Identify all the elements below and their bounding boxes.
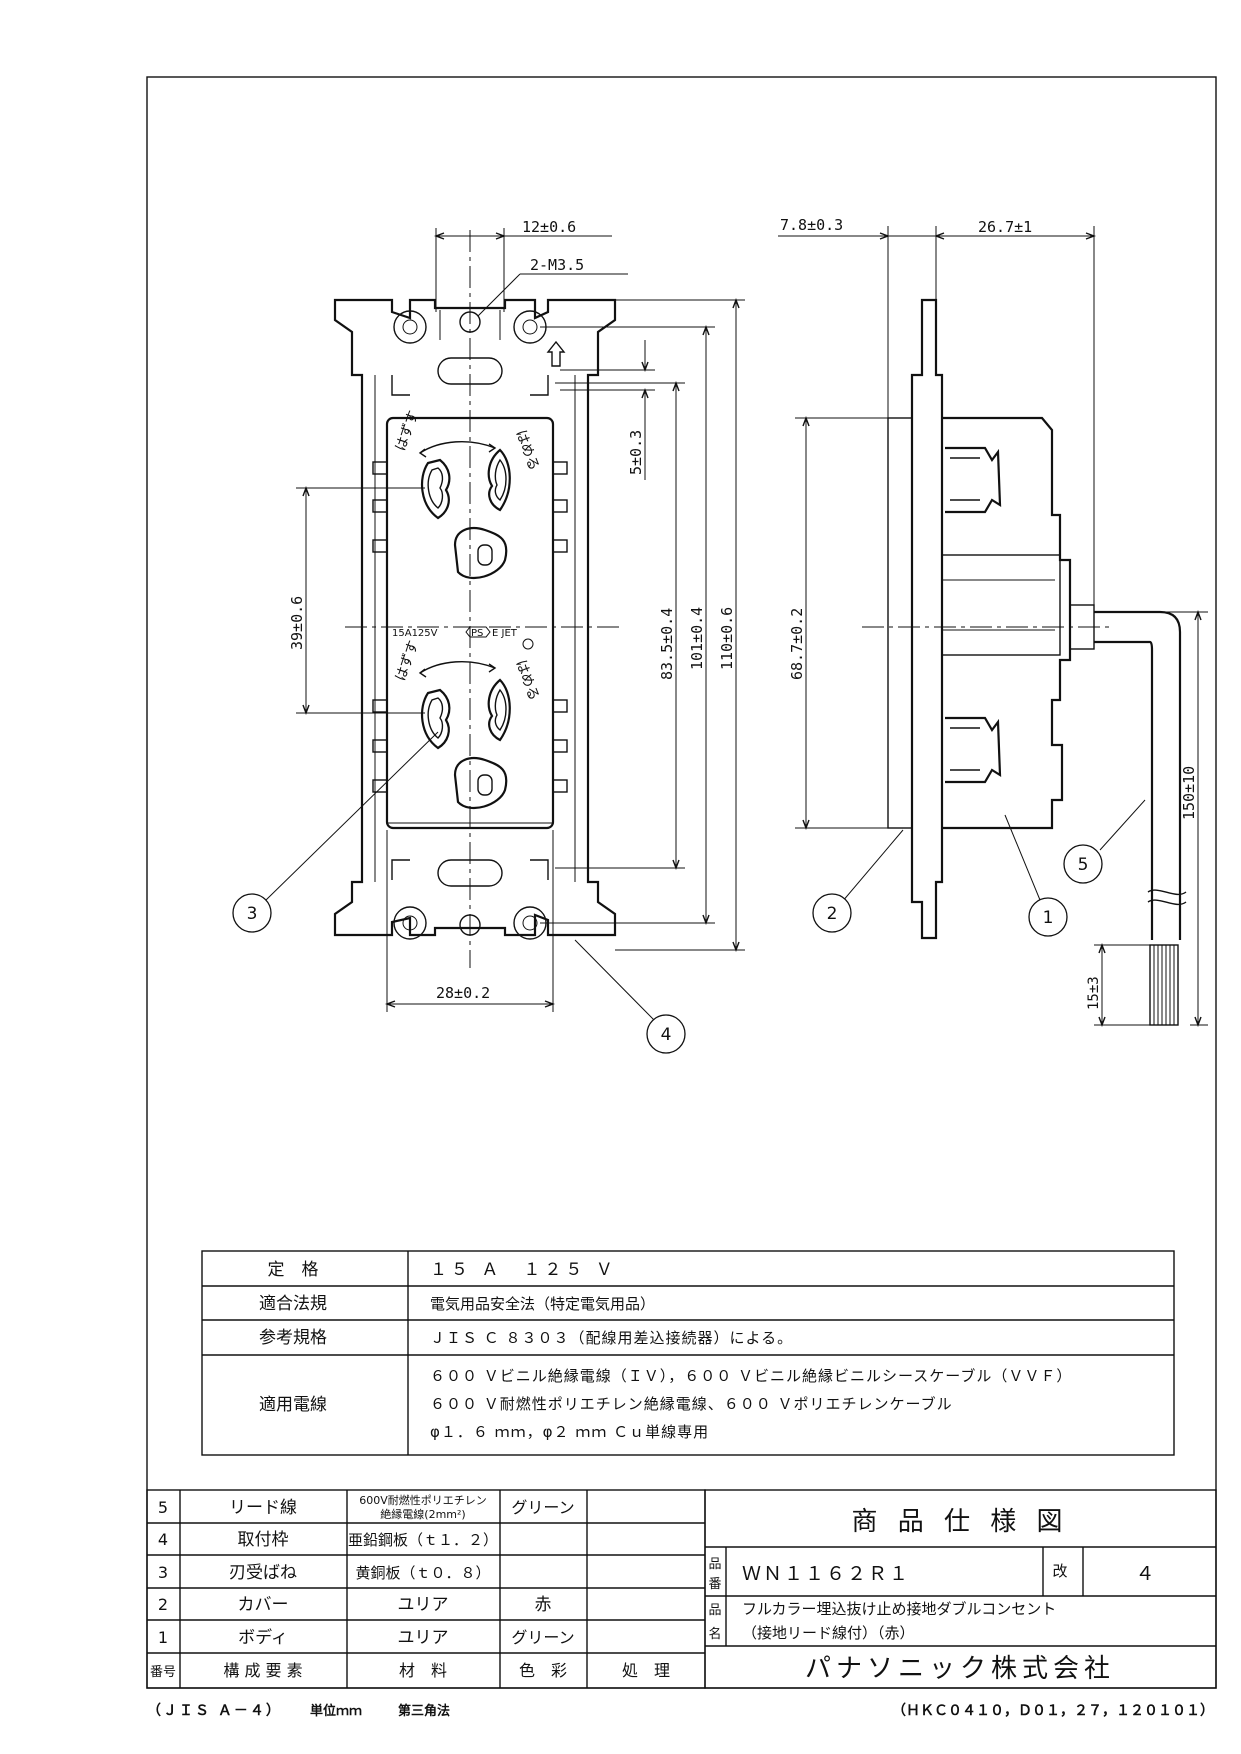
part-no-5: 5 [158, 1498, 168, 1517]
name-label-1: 品 [708, 1603, 721, 1618]
part-no-label-1: 品 [708, 1557, 721, 1572]
lower-outlet [418, 660, 511, 810]
name-label-2: 名 [708, 1626, 721, 1642]
header-color: 色 彩 [519, 1661, 567, 1680]
sheet-border [146, 76, 1217, 1689]
part-material-3: 黄銅板（ｔ０．８） [355, 1564, 490, 1582]
dim-h1: 83.5±0.4 [658, 608, 676, 680]
insert-mark-lower: はめる [512, 658, 541, 703]
product-name-2: （接地リード線付）（赤） [742, 1624, 915, 1642]
dim-width: 28±0.2 [436, 984, 490, 1002]
parts-table: 5 リード線 600V耐燃性ポリエチレン 絶縁電線(2mm²) グリーン 4 取… [146, 1489, 706, 1689]
side-view: 7.8±0.3 26.7±1 68.7±0.2 150±10 15±3 [778, 216, 1208, 1027]
header-no: 番号 [150, 1665, 176, 1680]
callouts: 3 4 2 1 5 [232, 731, 1146, 1054]
dim-h2: 101±0.4 [688, 607, 706, 670]
part-material-5-line1: 600V耐燃性ポリエチレン [359, 1493, 487, 1507]
spec-label-wire: 適用電線 [259, 1395, 327, 1415]
part-name-4: 取付枠 [238, 1530, 289, 1550]
part-color-2: 赤 [535, 1595, 552, 1615]
dim-h3: 110±0.6 [718, 607, 736, 670]
ps-mark: PS [471, 628, 483, 639]
part-name-1: ボディ [238, 1627, 288, 1648]
part-no-3: 3 [158, 1563, 168, 1582]
part-color-5: グリーン [511, 1498, 574, 1517]
callout-3: 3 [247, 904, 258, 924]
part-material-1: ユリア [398, 1628, 449, 1648]
spec-label-rating: 定 格 [268, 1260, 319, 1280]
product-name-1: フルカラー埋込抜け止め接地ダブルコンセント [742, 1600, 1056, 1618]
part-number: ＷＮ１１６２Ｒ１ [742, 1563, 910, 1585]
part-material-4: 亜鉛鋼板（ｔ１．２） [348, 1531, 498, 1549]
spec-value-rating: １５ Ａ １２５ Ｖ [430, 1260, 617, 1280]
front-view: 15A125V PS E JET はずす はめる はずす はめる 12±0.6 … [288, 218, 745, 1012]
company-name: パナソニック株式会社 [805, 1654, 1115, 1684]
spec-value-law: 電気用品安全法（特定電気用品） [430, 1295, 655, 1313]
dim-side-h: 68.7±0.2 [788, 608, 806, 680]
title-block: 商 品 仕 様 図 品 番 ＷＮ１１６２Ｒ１ 改 ４ 品 名 フルカラー埋込抜け… [704, 1489, 1217, 1689]
spec-value-wire-2: ６００ Ｖ耐燃性ポリエチレン絶縁電線、６００ Ｖポリエチレンケーブル [430, 1395, 953, 1413]
spec-value-wire-1: ６００ Ｖビニル絶縁電線（ＩＶ），６００ Ｖビニル絶縁ビニルシースケーブル（ＶＶ… [430, 1367, 1072, 1385]
dim-pitch: 39±0.6 [288, 596, 306, 650]
footer: （ＪＩＳ Ａ－４） 単位ｍｍ 第三角法 （ＨＫＣ０４１０，Ｄ０１，２７，１２０１… [147, 1703, 1214, 1719]
part-name-2: カバー [238, 1595, 289, 1615]
dim-screw: 2-M3.5 [530, 256, 584, 274]
part-color-1: グリーン [511, 1628, 574, 1647]
part-name-3: 刃受ばね [229, 1563, 297, 1583]
footer-unit: 単位ｍｍ [310, 1703, 362, 1719]
part-material-5-line2: 絶縁電線(2mm²) [380, 1507, 465, 1521]
callout-1: 1 [1043, 908, 1054, 928]
rating-mark: 15A125V [392, 628, 438, 639]
revision-label: 改 [1052, 1562, 1067, 1580]
dim-side-left: 7.8±0.3 [780, 216, 843, 234]
dim-strip: 15±3 [1086, 976, 1102, 1010]
remove-mark-upper: はずす [393, 408, 422, 453]
dim-side-right: 26.7±1 [978, 218, 1032, 236]
drawing-title: 商 品 仕 様 図 [851, 1507, 1068, 1537]
insert-mark-upper: はめる [512, 428, 541, 473]
spec-label-law: 適合法規 [259, 1294, 327, 1314]
part-no-label-2: 番 [708, 1577, 721, 1592]
part-no-1: 1 [158, 1628, 168, 1647]
spec-value-wire-3: φ１．６ ｍｍ，φ２ ｍｍ Ｃｕ単線専用 [430, 1423, 709, 1441]
part-name-5: リード線 [229, 1498, 297, 1518]
dim-lead-len: 150±10 [1180, 766, 1198, 820]
header-name: 構 成 要 素 [223, 1661, 302, 1680]
jet-mark: E JET [492, 628, 518, 639]
part-no-2: 2 [158, 1595, 168, 1614]
dim-front-top: 12±0.6 [522, 218, 576, 236]
spec-table: 定 格 １５ Ａ １２５ Ｖ 適合法規 電気用品安全法（特定電気用品） 参考規格… [201, 1250, 1175, 1456]
footer-standard: （ＪＩＳ Ａ－４） [147, 1703, 282, 1719]
upper-outlet [418, 440, 511, 580]
spec-value-standard: ＪＩＳ Ｃ ８３０３（配線用差込接続器）による。 [430, 1329, 793, 1347]
footer-projection: 第三角法 [398, 1703, 450, 1719]
header-material: 材 料 [399, 1661, 447, 1680]
footer-doc-code: （ＨＫＣ０４１０，Ｄ０１，２７，１２０１０１） [892, 1703, 1214, 1719]
header-treatment: 処 理 [622, 1661, 670, 1680]
revision-number: ４ [1135, 1563, 1154, 1585]
dim-tab: 5±0.3 [627, 430, 645, 475]
callout-4: 4 [661, 1025, 672, 1045]
part-material-2: ユリア [398, 1595, 449, 1615]
part-no-4: 4 [158, 1530, 168, 1549]
spec-label-standard: 参考規格 [259, 1328, 327, 1348]
remove-mark-lower: はずす [393, 638, 422, 683]
callout-2: 2 [827, 904, 838, 924]
callout-5: 5 [1078, 855, 1089, 875]
